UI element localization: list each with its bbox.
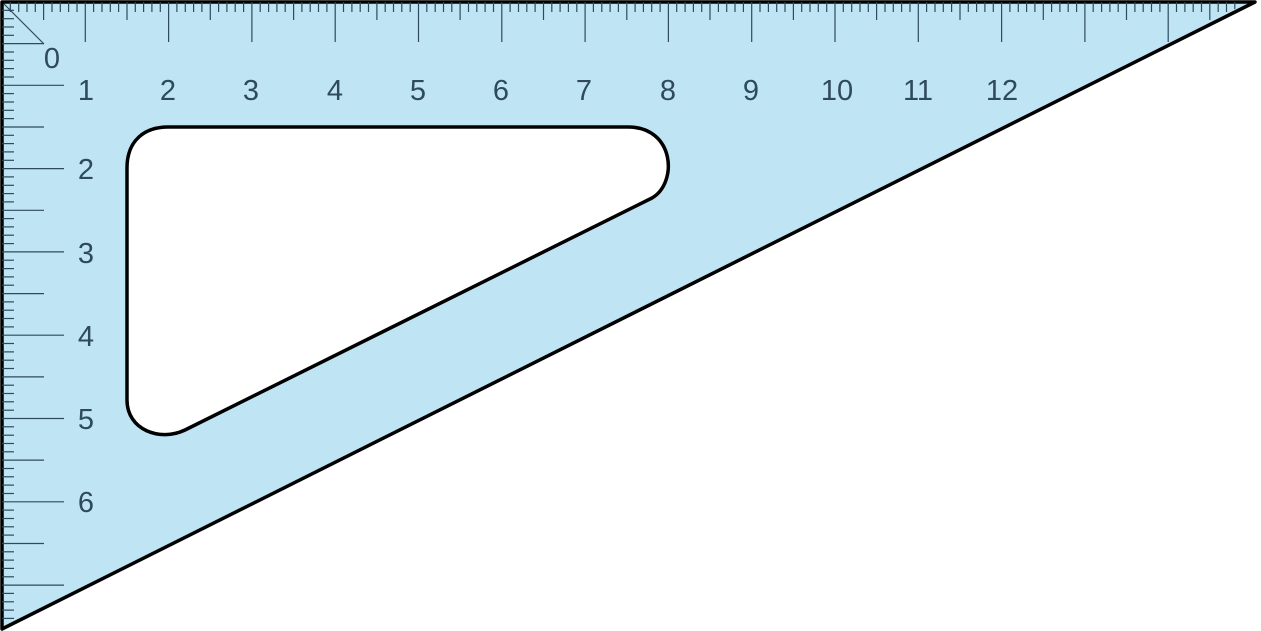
top-scale-label-8: 8	[660, 75, 676, 107]
left-scale-label-3: 3	[78, 238, 94, 270]
top-scale-label-5: 5	[410, 75, 426, 107]
top-scale-label-1: 1	[78, 75, 94, 107]
left-scale-label-4: 4	[78, 321, 94, 353]
left-scale-ticks	[2, 9, 64, 620]
top-scale-ticks	[9, 2, 1236, 42]
left-scale-label-6: 6	[78, 487, 94, 519]
top-scale-label-12: 12	[986, 75, 1018, 107]
left-scale-labels: 2 3 4 5 6	[78, 154, 94, 519]
left-scale-label-2: 2	[78, 154, 94, 186]
top-scale-label-7: 7	[576, 75, 592, 107]
top-scale-label-9: 9	[743, 75, 759, 107]
left-scale-label-5: 5	[78, 404, 94, 436]
top-scale-label-11: 11	[903, 75, 933, 107]
top-scale-label-6: 6	[493, 75, 509, 107]
top-scale-label-3: 3	[243, 75, 259, 107]
top-scale-label-2: 2	[160, 75, 176, 107]
top-scale-label-0: 0	[44, 43, 60, 75]
top-scale-labels: 0 1 2 3 4 5 6 7 8 9 10 11 12	[44, 43, 1018, 107]
set-square-cutout	[125, 125, 671, 437]
top-scale-label-10: 10	[821, 75, 853, 107]
top-scale-label-4: 4	[327, 75, 343, 107]
